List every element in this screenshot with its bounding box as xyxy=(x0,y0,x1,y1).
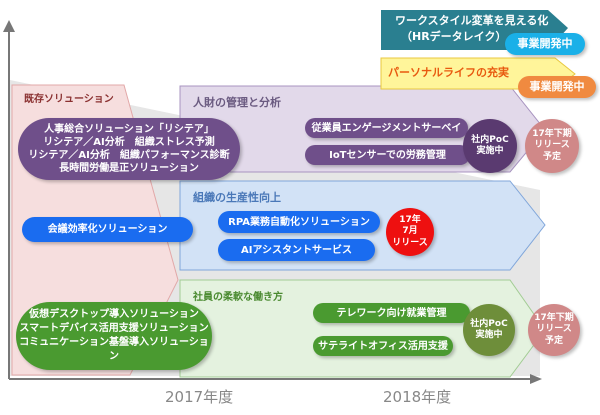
panel-title: 組織の生産性向上 xyxy=(193,191,281,204)
release-text: リリース xyxy=(392,237,428,248)
y-axis-arrow xyxy=(3,20,15,32)
release-text: 予定 xyxy=(544,335,563,346)
status-badge: 事業開発中 xyxy=(518,76,596,98)
x-axis-arrow xyxy=(530,374,542,384)
panel-item: 従業員エンゲージメントサーベイ xyxy=(305,118,468,138)
panel-title: 人財の管理と分析 xyxy=(193,96,281,109)
panel-item: AIアシスタントサービス xyxy=(218,239,375,261)
release-text: リリース xyxy=(536,324,572,335)
release-text: 7月 xyxy=(402,226,418,237)
release-circle: 17年下期リリース予定 xyxy=(525,119,579,173)
release-text: 17年下期 xyxy=(534,313,574,324)
banner-hr-datalake: ワークスタイル変革を見える化 （HRデータレイク） xyxy=(395,13,548,45)
panel-item: IoTセンサーでの労務管理 xyxy=(305,145,470,165)
banner-text: （HRデータレイク） xyxy=(401,30,507,43)
workplace-solutions-pill: 仮想デスクトップ導入ソリューション スマートデバイス活用支援ソリューション コミ… xyxy=(16,302,212,370)
status-text: 社内PoC xyxy=(471,134,509,145)
existing-label: 既存ソリューション xyxy=(24,94,114,105)
status-text: 社内PoC xyxy=(470,318,508,329)
panel-item: RPA業務自動化ソリューション xyxy=(218,211,380,233)
x-axis-label-2018: 2018年度 xyxy=(383,388,452,406)
solution-text: 長時間労働是正ソリューション xyxy=(59,163,199,174)
banner-text: ワークスタイル変革を見える化 xyxy=(395,14,549,27)
release-text: 予定 xyxy=(542,151,561,162)
solution-text: コミュニケーション基盤導入ソリューション xyxy=(19,337,209,362)
solution-text: スマートデバイス活用支援ソリューション xyxy=(19,323,209,334)
solution-text: リシテア／AI分析 組織パフォーマンス診断 xyxy=(28,150,230,161)
release-circle: 17年下期リリース予定 xyxy=(528,304,580,356)
x-axis-label-2017: 2017年度 xyxy=(165,388,234,406)
status-badge: 事業開発中 xyxy=(505,33,585,55)
hr-solutions-pill: 人事総合ソリューション「リシテア」 リシテア／AI分析 組織ストレス予測 リシテ… xyxy=(18,118,240,180)
solution-text: リシテア／AI分析 組織ストレス予測 xyxy=(43,137,215,148)
status-text: 実施中 xyxy=(476,146,504,156)
solution-text: 人事総合ソリューション「リシテア」 xyxy=(44,124,214,135)
solution-text: 仮想デスクトップ導入ソリューション xyxy=(29,309,199,320)
panel-title: 社員の柔軟な働き方 xyxy=(193,292,283,303)
meeting-solution-pill: 会議効率化ソリューション xyxy=(22,217,193,242)
release-text: 17年 xyxy=(399,215,421,226)
banner-personal-life: パーソナルライフの充実 xyxy=(388,66,509,79)
panel-item: サテライトオフィス活用支援 xyxy=(313,336,453,356)
release-text: リリース xyxy=(534,140,570,151)
status-text: 実施中 xyxy=(475,330,503,340)
release-text: 17年下期 xyxy=(532,129,572,140)
panel-item: テレワーク向け就業管理 xyxy=(313,303,470,323)
